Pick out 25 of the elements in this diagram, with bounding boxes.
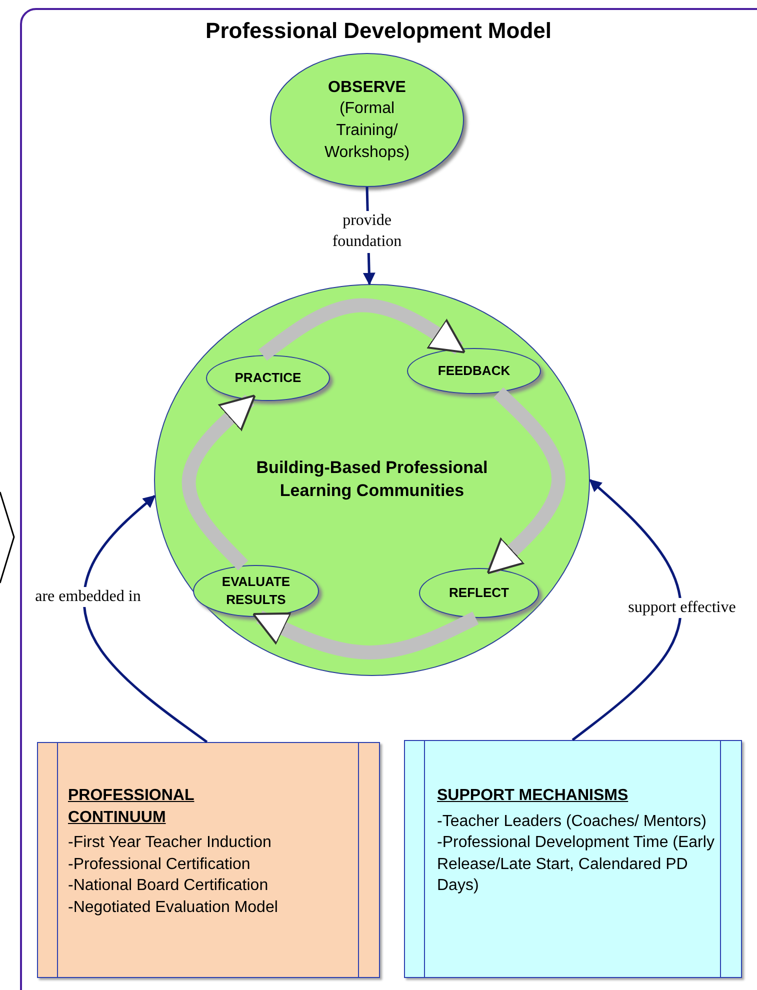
cycle-arrow <box>486 387 566 574</box>
stage-ellipse <box>419 568 539 618</box>
arrow <box>572 479 682 741</box>
node-label: Building-Based Professional Learning Communities <box>255 457 489 502</box>
list-item: -Teacher Leaders (Coaches/ Mentors) <box>437 812 706 832</box>
cycle-arrow <box>182 394 256 570</box>
box-heading: PROFESSIONAL CONTINUUM <box>68 786 196 828</box>
node-description: (Formal Training/ Workshops) <box>323 99 411 163</box>
mechanisms-box <box>404 740 742 978</box>
stage-ellipse <box>407 348 541 394</box>
node-label: PRACTICE <box>234 369 302 387</box>
list-item: -First Year Teacher Induction <box>68 833 272 854</box>
list-item: -Negotiated Evaluation Model <box>68 898 278 918</box>
node-label: OBSERVE <box>328 78 406 98</box>
list-item: -Professional Certification <box>68 854 250 875</box>
list-item: -National Board Certification <box>68 876 268 896</box>
title: Professional Development Model <box>204 18 552 44</box>
box-heading: SUPPORT MECHANISMS <box>437 786 628 806</box>
node-label: EVALUATE RESULTS <box>220 573 292 609</box>
stage-ellipse <box>206 355 330 401</box>
node-label: FEEDBACK <box>438 362 510 380</box>
continuum-box <box>37 742 380 978</box>
list-item: -Professional Development Time (Early Release/Late Start, Calendared PD Days) <box>437 833 716 896</box>
node-label: REFLECT <box>449 584 509 602</box>
arrow <box>82 495 208 744</box>
